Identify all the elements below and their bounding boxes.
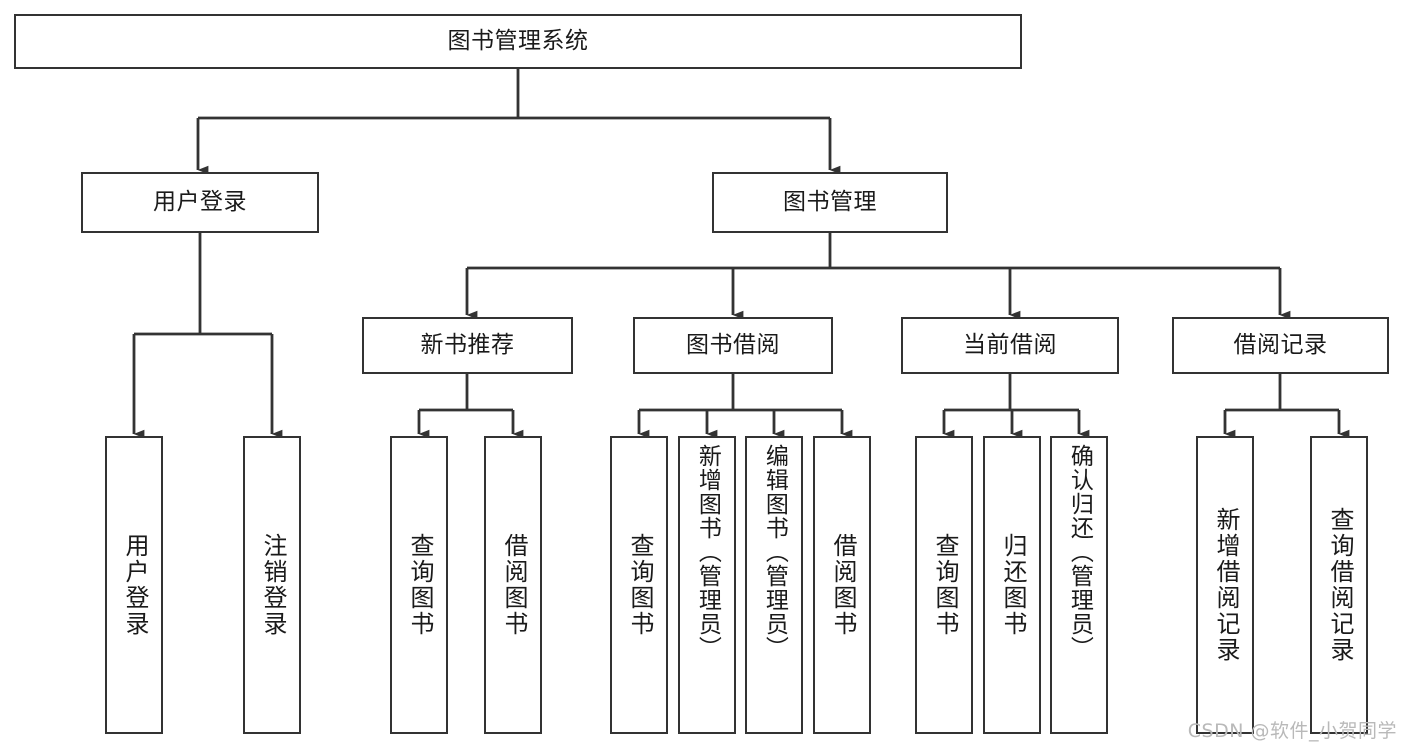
leaf-add-book-admin-label: 新增图书（管理员） bbox=[694, 444, 721, 660]
leaf-confirm-return-admin[interactable]: 确认归还（管理员） bbox=[1050, 436, 1108, 734]
leaf-borrow-book-rec-label: 借阅图书 bbox=[499, 533, 528, 637]
leaf-edit-book-admin-label: 编辑图书（管理员） bbox=[761, 444, 788, 660]
leaf-query-book-borrow-label: 查询图书 bbox=[625, 533, 654, 637]
leaf-add-borrow-record[interactable]: 新增借阅记录 bbox=[1196, 436, 1254, 734]
leaf-borrow-book-rec[interactable]: 借阅图书 bbox=[484, 436, 542, 734]
leaf-query-book-borrow[interactable]: 查询图书 bbox=[610, 436, 668, 734]
leaf-user-login[interactable]: 用户登录 bbox=[105, 436, 163, 734]
node-user-login[interactable]: 用户登录 bbox=[81, 172, 319, 233]
leaf-confirm-return-admin-label: 确认归还（管理员） bbox=[1066, 444, 1093, 660]
leaf-borrow-book-label: 借阅图书 bbox=[828, 533, 857, 637]
leaf-query-borrow-record[interactable]: 查询借阅记录 bbox=[1310, 436, 1368, 734]
node-book-management-label: 图书管理 bbox=[783, 188, 877, 215]
leaf-add-book-admin[interactable]: 新增图书（管理员） bbox=[678, 436, 736, 734]
leaf-edit-book-admin[interactable]: 编辑图书（管理员） bbox=[745, 436, 803, 734]
csdn-watermark: CSDN @软件_小贺同学 bbox=[1187, 720, 1397, 742]
node-root[interactable]: 图书管理系统 bbox=[14, 14, 1022, 69]
leaf-logout-login-label: 注销登录 bbox=[258, 533, 287, 637]
leaf-return-book[interactable]: 归还图书 bbox=[983, 436, 1041, 734]
node-new-book-recommend[interactable]: 新书推荐 bbox=[362, 317, 573, 374]
leaf-query-book-current-label: 查询图书 bbox=[930, 533, 959, 637]
node-book-borrow-label: 图书借阅 bbox=[686, 331, 780, 358]
leaf-user-login-label: 用户登录 bbox=[120, 533, 149, 637]
leaf-return-book-label: 归还图书 bbox=[998, 533, 1027, 637]
leaf-add-borrow-record-label: 新增借阅记录 bbox=[1211, 507, 1240, 663]
leaf-logout-login[interactable]: 注销登录 bbox=[243, 436, 301, 734]
node-borrow-record[interactable]: 借阅记录 bbox=[1172, 317, 1389, 374]
node-current-borrow[interactable]: 当前借阅 bbox=[901, 317, 1119, 374]
leaf-query-book-rec[interactable]: 查询图书 bbox=[390, 436, 448, 734]
node-borrow-record-label: 借阅记录 bbox=[1233, 331, 1328, 358]
node-book-management[interactable]: 图书管理 bbox=[712, 172, 948, 233]
leaf-query-book-current[interactable]: 查询图书 bbox=[915, 436, 973, 734]
leaf-query-borrow-record-label: 查询借阅记录 bbox=[1325, 507, 1354, 663]
leaf-query-book-rec-label: 查询图书 bbox=[405, 533, 434, 637]
node-new-book-recommend-label: 新书推荐 bbox=[420, 331, 515, 358]
leaf-borrow-book[interactable]: 借阅图书 bbox=[813, 436, 871, 734]
node-root-label: 图书管理系统 bbox=[447, 27, 589, 54]
node-book-borrow[interactable]: 图书借阅 bbox=[633, 317, 833, 374]
node-user-login-label: 用户登录 bbox=[153, 188, 247, 215]
node-current-borrow-label: 当前借阅 bbox=[963, 331, 1057, 358]
